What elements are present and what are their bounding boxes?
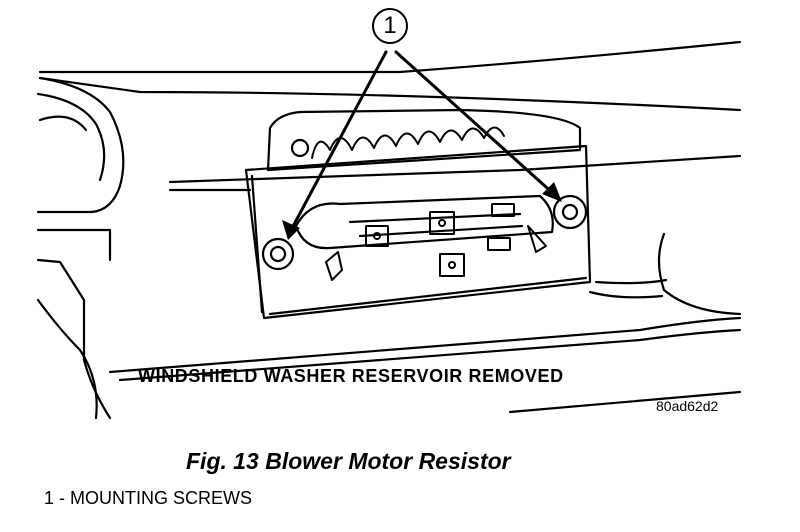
leader-arrows (288, 50, 558, 234)
left-panel-crease (82, 298, 112, 420)
blower-housing (266, 108, 582, 172)
deck-line-2 (118, 328, 742, 382)
deck-line-3 (508, 390, 742, 414)
right-contour (657, 232, 742, 316)
resistor-coil (311, 126, 505, 159)
drawing-id: 80ad62d2 (656, 398, 719, 414)
cowl-shelf (168, 154, 742, 184)
terminal-tabs (325, 203, 547, 281)
left-housing-inner (36, 92, 106, 182)
resistor-plate-edge (250, 174, 264, 314)
left-lower-step (36, 258, 86, 302)
housing-boss (290, 138, 310, 158)
blower-motor-resistor-illustration (36, 8, 742, 420)
callout-circle (372, 8, 408, 44)
left-panel-front (36, 298, 98, 420)
mounting-screw-left (261, 237, 295, 271)
figure-title: Fig. 13 Blower Motor Resistor (186, 448, 511, 474)
cowl-lower-edge (38, 76, 742, 112)
drawing-caption: WINDSHIELD WASHER RESERVOIR REMOVED (138, 366, 564, 386)
right-contour-3 (594, 278, 668, 285)
left-housing-outline (36, 76, 125, 214)
terminal-board (294, 194, 554, 250)
resistor-plate-bottom-edge (268, 276, 588, 316)
mounting-screw-right (552, 194, 588, 230)
legend-item: 1 - MOUNTING SCREWS (44, 488, 253, 508)
left-housing-lower-edge (36, 228, 112, 262)
deck-line-1 (108, 316, 742, 374)
callout-number: 1 (383, 12, 397, 39)
arrowheads (282, 182, 562, 240)
cowl-upper-edge (38, 40, 742, 74)
left-curve-detail (38, 115, 88, 132)
right-contour-2 (588, 290, 664, 299)
